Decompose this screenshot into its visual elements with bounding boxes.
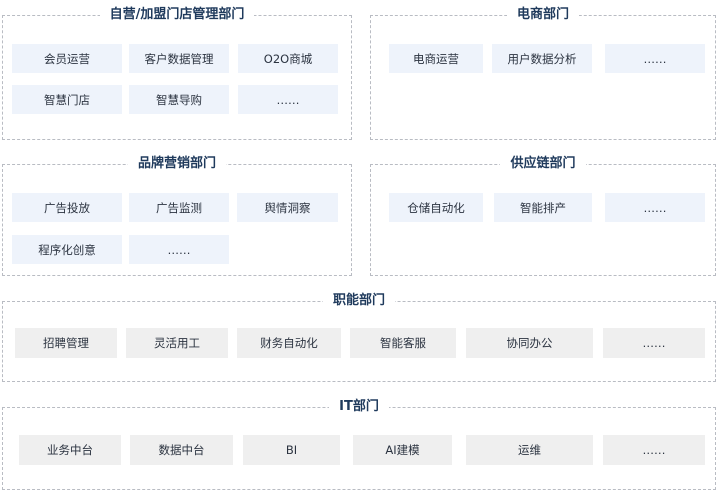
section-store-management: 自营/加盟门店管理部门 xyxy=(2,7,352,140)
chip-smart-guide: 智慧导购 xyxy=(129,85,229,114)
chip-more: …… xyxy=(129,235,229,264)
chip-more: …… xyxy=(603,435,705,465)
chip-business-platform: 业务中台 xyxy=(19,435,121,465)
section-title: 职能部门 xyxy=(3,293,715,309)
chip-smart-scheduling: 智能排产 xyxy=(494,193,592,222)
section-functional: 职能部门 xyxy=(2,293,716,382)
chip-finance-automation: 财务自动化 xyxy=(237,328,341,358)
chip-warehouse-automation: 仓储自动化 xyxy=(389,193,483,222)
chip-smart-store: 智慧门店 xyxy=(12,85,122,114)
section-title: 电商部门 xyxy=(371,7,715,23)
chip-ad-delivery: 广告投放 xyxy=(12,193,122,222)
chip-operations: 运维 xyxy=(466,435,593,465)
section-title: 供应链部门 xyxy=(371,156,715,172)
chip-more: …… xyxy=(603,328,705,358)
chip-ecommerce-operation: 电商运营 xyxy=(389,44,483,73)
section-title: IT部门 xyxy=(3,399,715,415)
chip-public-opinion: 舆情洞察 xyxy=(237,193,338,222)
chip-user-data-analysis: 用户数据分析 xyxy=(492,44,592,73)
chip-o2o-mall: O2O商城 xyxy=(238,44,338,73)
chip-ai-modeling: AI建模 xyxy=(353,435,452,465)
section-supply-chain: 供应链部门 xyxy=(370,156,716,276)
chip-more: …… xyxy=(238,85,338,114)
chip-flexible-staffing: 灵活用工 xyxy=(126,328,228,358)
chip-collaborative-office: 协同办公 xyxy=(466,328,593,358)
chip-ad-monitoring: 广告监测 xyxy=(129,193,229,222)
chip-recruitment: 招聘管理 xyxy=(15,328,117,358)
section-ecommerce: 电商部门 xyxy=(370,7,716,140)
section-brand-marketing: 品牌营销部门 xyxy=(2,156,352,276)
section-it: IT部门 xyxy=(2,399,716,490)
section-title: 自营/加盟门店管理部门 xyxy=(3,7,351,23)
chip-programmatic-creative: 程序化创意 xyxy=(12,235,122,264)
chip-bi: BI xyxy=(243,435,340,465)
chip-data-platform: 数据中台 xyxy=(130,435,233,465)
chip-more: …… xyxy=(605,193,705,222)
chip-smart-customer-service: 智能客服 xyxy=(350,328,456,358)
chip-more: …… xyxy=(605,44,705,73)
chip-customer-data: 客户数据管理 xyxy=(129,44,229,73)
chip-member-operation: 会员运营 xyxy=(12,44,122,73)
section-title: 品牌营销部门 xyxy=(3,156,351,172)
